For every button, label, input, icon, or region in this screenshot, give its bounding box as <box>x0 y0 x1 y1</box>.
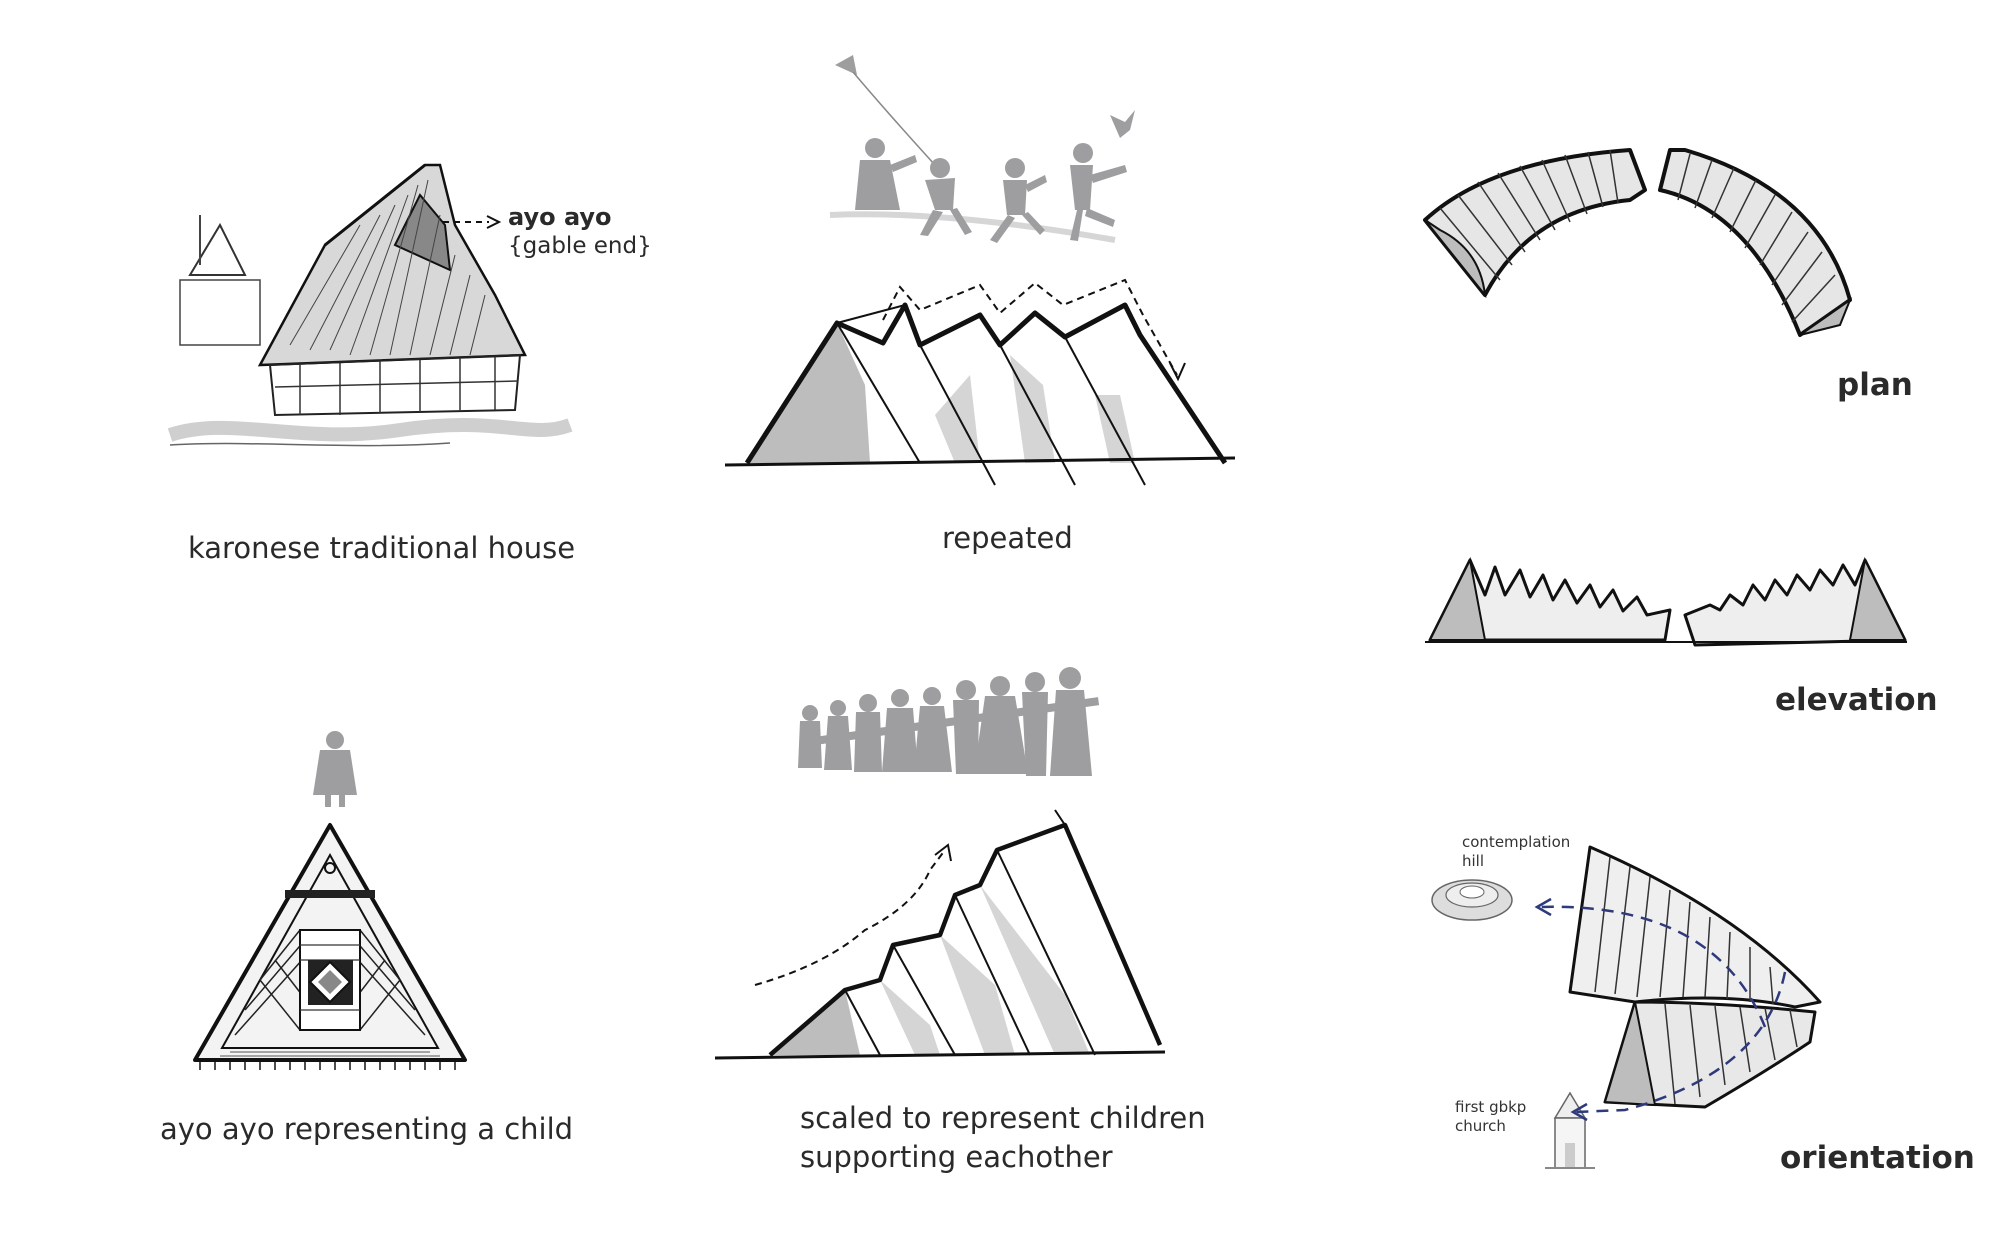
caption-ayo-ayo-child: ayo ayo representing a child <box>160 1112 574 1146</box>
label-hill: hill <box>1462 852 1485 870</box>
traditional-house-sketch <box>167 163 573 447</box>
caption-scaled-line-2: supporting eachother <box>800 1140 1113 1174</box>
contemplation-hill-icon <box>1431 879 1513 921</box>
gable-pointer-arrow <box>443 215 502 229</box>
kite-icon <box>835 55 857 75</box>
label-church: church <box>1455 1117 1506 1135</box>
bird-icon <box>1110 110 1135 138</box>
orientation-diagram <box>1534 845 1822 1122</box>
kite-children-silhouettes <box>829 55 1135 243</box>
label-orientation: orientation <box>1780 1140 1975 1176</box>
caption-karonese-house: karonese traditional house <box>188 531 576 565</box>
scaled-roof-diagram <box>714 809 1166 1060</box>
caption-scaled-line-1: scaled to represent children <box>800 1101 1206 1135</box>
child-silhouette <box>313 731 357 807</box>
plan-view-diagram <box>1423 148 1853 337</box>
elevation-view-diagram <box>1425 556 1907 647</box>
gable-end-label: {gable end} <box>508 233 652 259</box>
ayo-ayo-label: ayo ayo <box>508 203 612 231</box>
label-first-gbkp: first gbkp <box>1455 1098 1527 1116</box>
label-elevation: elevation <box>1775 682 1938 718</box>
church-icon <box>1545 1091 1595 1169</box>
ayo-ayo-gable-diagram <box>193 823 467 1070</box>
label-contemplation: contemplation <box>1462 833 1571 851</box>
repeated-roof-diagram <box>724 278 1236 486</box>
children-line-silhouettes <box>798 667 1100 776</box>
label-plan: plan <box>1837 367 1913 403</box>
caption-repeated: repeated <box>942 521 1073 555</box>
